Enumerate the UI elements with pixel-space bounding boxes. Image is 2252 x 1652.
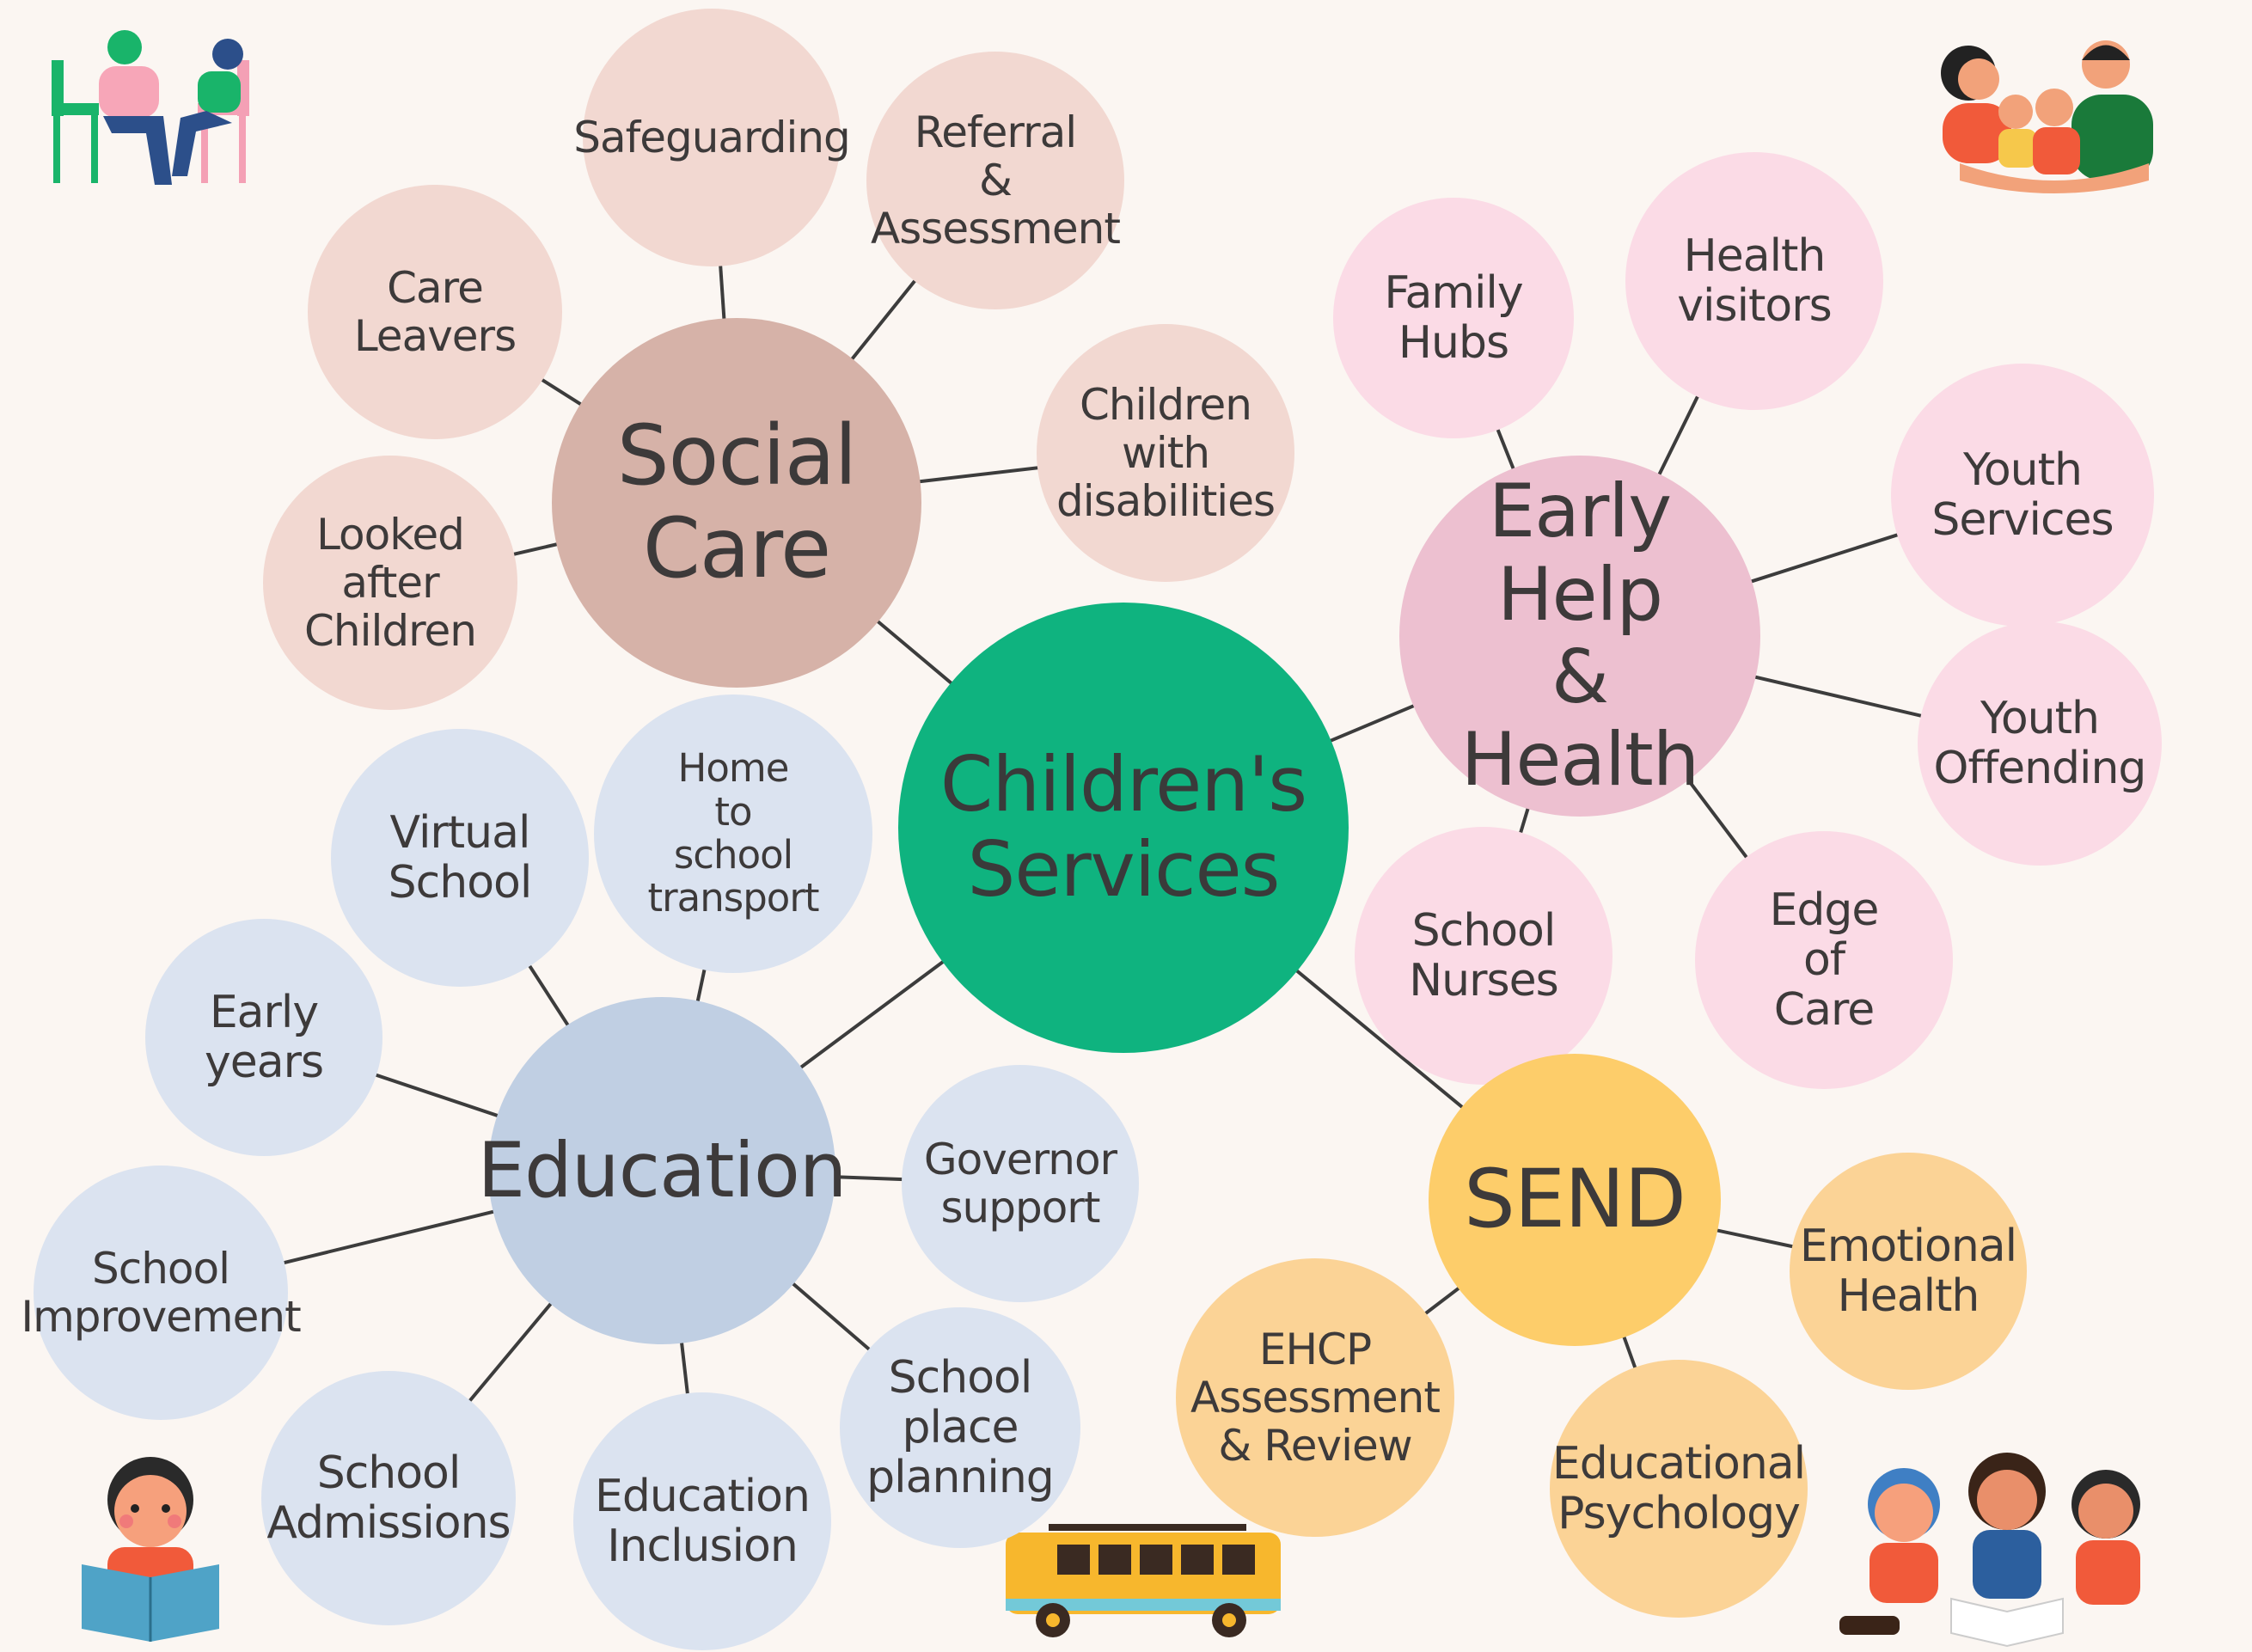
- node-label-health-visitors: Health visitors: [1677, 229, 1832, 332]
- node-label-education-inclusion: Education Inclusion: [595, 1470, 811, 1572]
- node-early-years: Early years: [145, 919, 382, 1156]
- node-school-admissions: School Admissions: [261, 1371, 516, 1625]
- node-send: SEND: [1429, 1054, 1721, 1346]
- node-edge-of-care: Edge of Care: [1695, 831, 1953, 1089]
- node-label-looked-after-children: Looked after Children: [303, 510, 477, 656]
- node-label-school-nurses: School Nurses: [1409, 904, 1558, 1006]
- node-referral-assessment: Referral & Assessment: [866, 52, 1124, 309]
- node-label-early-help-health: Early Help & Health: [1460, 468, 1699, 804]
- node-label-virtual-school: Virtual School: [388, 806, 533, 909]
- node-ehcp-assessment-review: EHCP Assessment & Review: [1176, 1258, 1454, 1537]
- node-virtual-school: Virtual School: [331, 729, 589, 987]
- node-youth-services: Youth Services: [1891, 364, 2154, 627]
- node-educational-psychology: Educational Psychology: [1550, 1360, 1808, 1618]
- school-bus-illustration: [1006, 1524, 1281, 1637]
- node-emotional-health: Emotional Health: [1790, 1153, 2027, 1390]
- node-children-with-disabilities: Children with disabilities: [1037, 324, 1294, 582]
- node-school-place-planning: School place planning: [840, 1307, 1080, 1548]
- node-school-improvement: School Improvement: [21, 1166, 302, 1420]
- family-hug-illustration: [1941, 40, 2153, 193]
- node-label-school-improvement: School Improvement: [21, 1244, 301, 1342]
- node-safeguarding: Safeguarding: [573, 9, 851, 266]
- node-home-to-school-transport: Home to school transport: [594, 694, 872, 973]
- node-early-help-health: Early Help & Health: [1399, 456, 1760, 817]
- node-care-leavers: Care Leavers: [308, 185, 562, 439]
- node-label-educational-psychology: Educational Psychology: [1551, 1437, 1806, 1539]
- node-label-emotional-health: Emotional Health: [1799, 1220, 2017, 1322]
- node-label-edge-of-care: Edge of Care: [1769, 884, 1880, 1037]
- node-social-care: Social Care: [552, 318, 921, 688]
- counselling-illustration: [52, 30, 249, 185]
- node-label-social-care: Social Care: [616, 407, 858, 597]
- node-family-hubs: Family Hubs: [1333, 198, 1574, 438]
- node-label-children-with-disabilities: Children with disabilities: [1056, 380, 1276, 526]
- node-label-care-leavers: Care Leavers: [353, 263, 517, 361]
- node-youth-offending: Youth Offending: [1918, 621, 2162, 866]
- reading-boy-illustration: [82, 1457, 219, 1642]
- node-health-visitors: Health visitors: [1625, 152, 1883, 410]
- node-label-youth-offending: Youth Offending: [1933, 692, 2147, 794]
- node-label-education: Education: [477, 1125, 847, 1215]
- node-label-governor-support: Governor support: [923, 1135, 1117, 1233]
- node-looked-after-children: Looked after Children: [263, 456, 517, 710]
- children-reading-illustration: [1839, 1453, 2140, 1648]
- node-label-center: Children's Services: [939, 740, 1307, 914]
- node-label-youth-services: Youth Services: [1931, 444, 2114, 546]
- node-label-family-hubs: Family Hubs: [1384, 266, 1523, 369]
- node-label-school-place-planning: School place planning: [866, 1351, 1055, 1504]
- node-label-safeguarding: Safeguarding: [573, 113, 851, 162]
- node-label-ehcp-assessment-review: EHCP Assessment & Review: [1190, 1325, 1441, 1471]
- node-school-nurses: School Nurses: [1355, 827, 1613, 1085]
- node-governor-support: Governor support: [902, 1065, 1139, 1302]
- node-label-early-years: Early years: [204, 986, 324, 1088]
- node-label-send: SEND: [1464, 1153, 1686, 1247]
- node-education-inclusion: Education Inclusion: [573, 1392, 831, 1650]
- node-center: Children's Services: [898, 603, 1349, 1053]
- node-label-home-to-school-transport: Home to school transport: [647, 745, 820, 921]
- node-label-school-admissions: School Admissions: [266, 1447, 511, 1549]
- node-education: Education: [477, 997, 848, 1344]
- node-label-referral-assessment: Referral & Assessment: [871, 107, 1121, 254]
